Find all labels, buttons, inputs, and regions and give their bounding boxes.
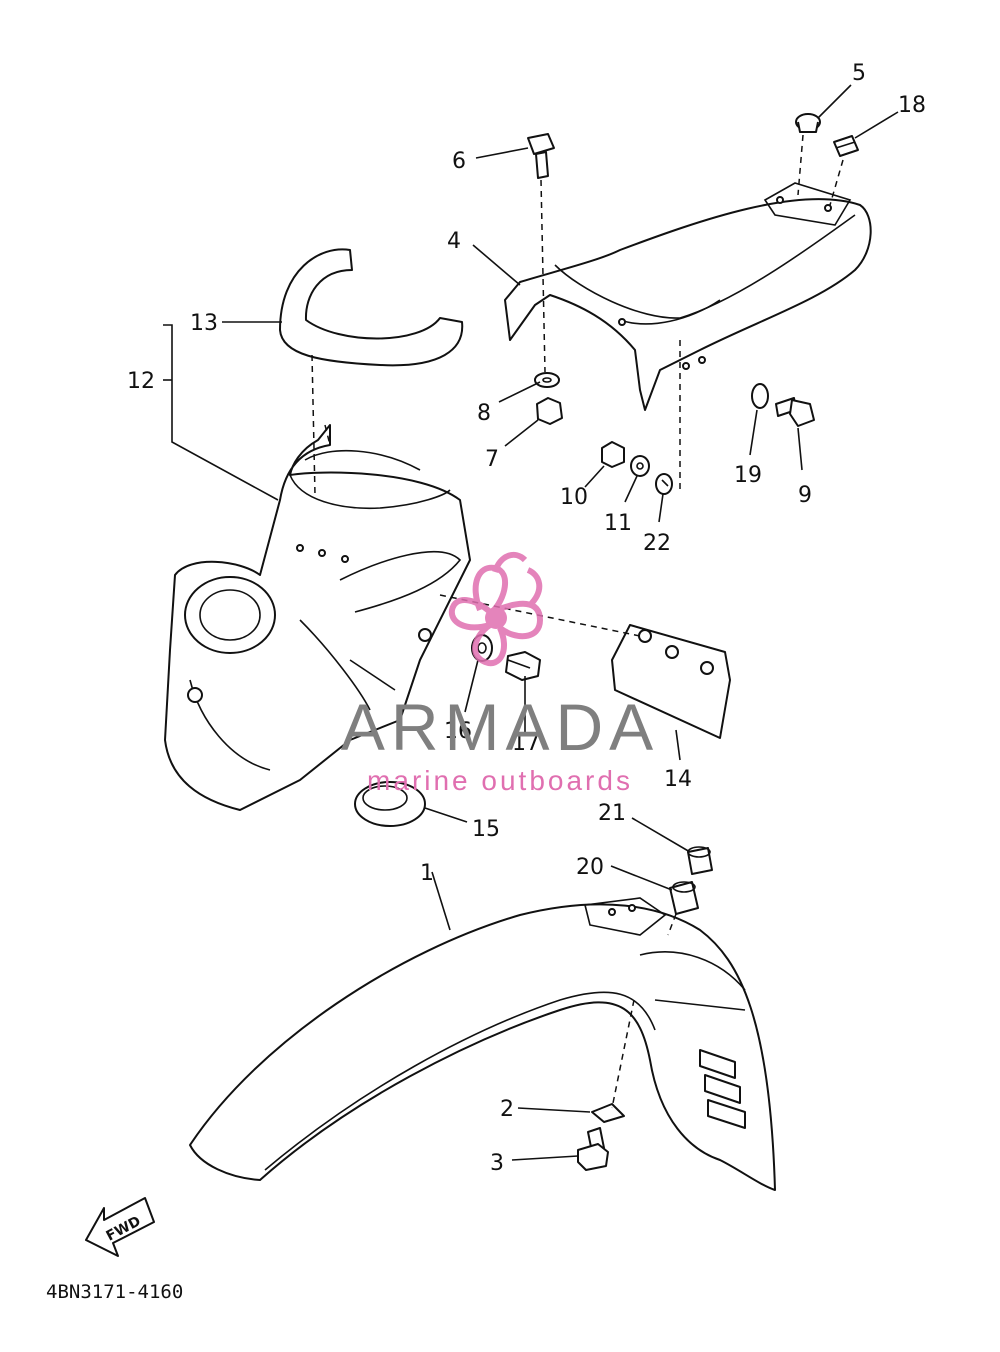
part-4-rear-guard — [504, 182, 872, 411]
callout-1: 1 — [420, 861, 434, 886]
callout-18: 18 — [898, 93, 926, 118]
callout-17: 17 — [512, 731, 540, 756]
diagram-code: 4BN3171-4160 — [46, 1281, 183, 1303]
callout-labels: 1 2 3 4 5 6 7 8 9 10 11 12 13 14 15 16 1… — [127, 61, 926, 1176]
part-18-collar — [833, 135, 859, 157]
callout-8: 8 — [477, 401, 491, 426]
part-13-clamp — [279, 248, 464, 367]
part-9-bolt — [775, 397, 815, 427]
watermark-brand: ARMADA — [341, 690, 659, 764]
callout-21: 21 — [598, 801, 626, 826]
callout-20: 20 — [576, 855, 604, 880]
part-20-damper — [669, 881, 699, 915]
callout-6: 6 — [452, 149, 466, 174]
callout-10: 10 — [560, 485, 588, 510]
part-10-nut — [601, 441, 625, 468]
callout-3: 3 — [490, 1151, 504, 1176]
part-11-washer — [630, 455, 650, 477]
callout-16: 16 — [444, 719, 472, 744]
part-6-bolt — [527, 133, 555, 179]
callout-5: 5 — [852, 61, 866, 86]
part-3-bolt — [577, 1127, 609, 1171]
part-1-front-fender — [189, 897, 776, 1191]
fwd-arrow-icon: FWD — [85, 1197, 155, 1257]
part-14-plate — [611, 624, 731, 739]
part-2-washer — [591, 1103, 625, 1123]
callout-4: 4 — [447, 229, 461, 254]
part-21-collar — [687, 846, 713, 875]
leader-lines — [163, 84, 899, 1161]
callout-9: 9 — [798, 483, 812, 508]
callout-14: 14 — [664, 767, 692, 792]
callout-22: 22 — [643, 531, 671, 556]
armada-logo-icon — [448, 551, 544, 667]
callout-13: 13 — [190, 311, 218, 336]
part-7-nut — [536, 397, 563, 425]
part-19-washer — [751, 383, 769, 409]
watermark: ARMADA marine outboards — [341, 551, 659, 796]
part-5-nut — [795, 113, 821, 133]
callout-15: 15 — [472, 817, 500, 842]
callout-12: 12 — [127, 369, 155, 394]
callout-11: 11 — [604, 511, 632, 536]
callout-7: 7 — [485, 447, 499, 472]
part-8-washer — [534, 372, 560, 388]
part-12-frame — [164, 424, 471, 811]
callout-19: 19 — [734, 463, 762, 488]
callout-2: 2 — [500, 1097, 514, 1122]
watermark-tagline: marine outboards — [367, 765, 633, 796]
part-15-grommet — [354, 781, 426, 827]
part-17-bolt — [505, 651, 541, 681]
part-22-washer — [655, 473, 673, 495]
